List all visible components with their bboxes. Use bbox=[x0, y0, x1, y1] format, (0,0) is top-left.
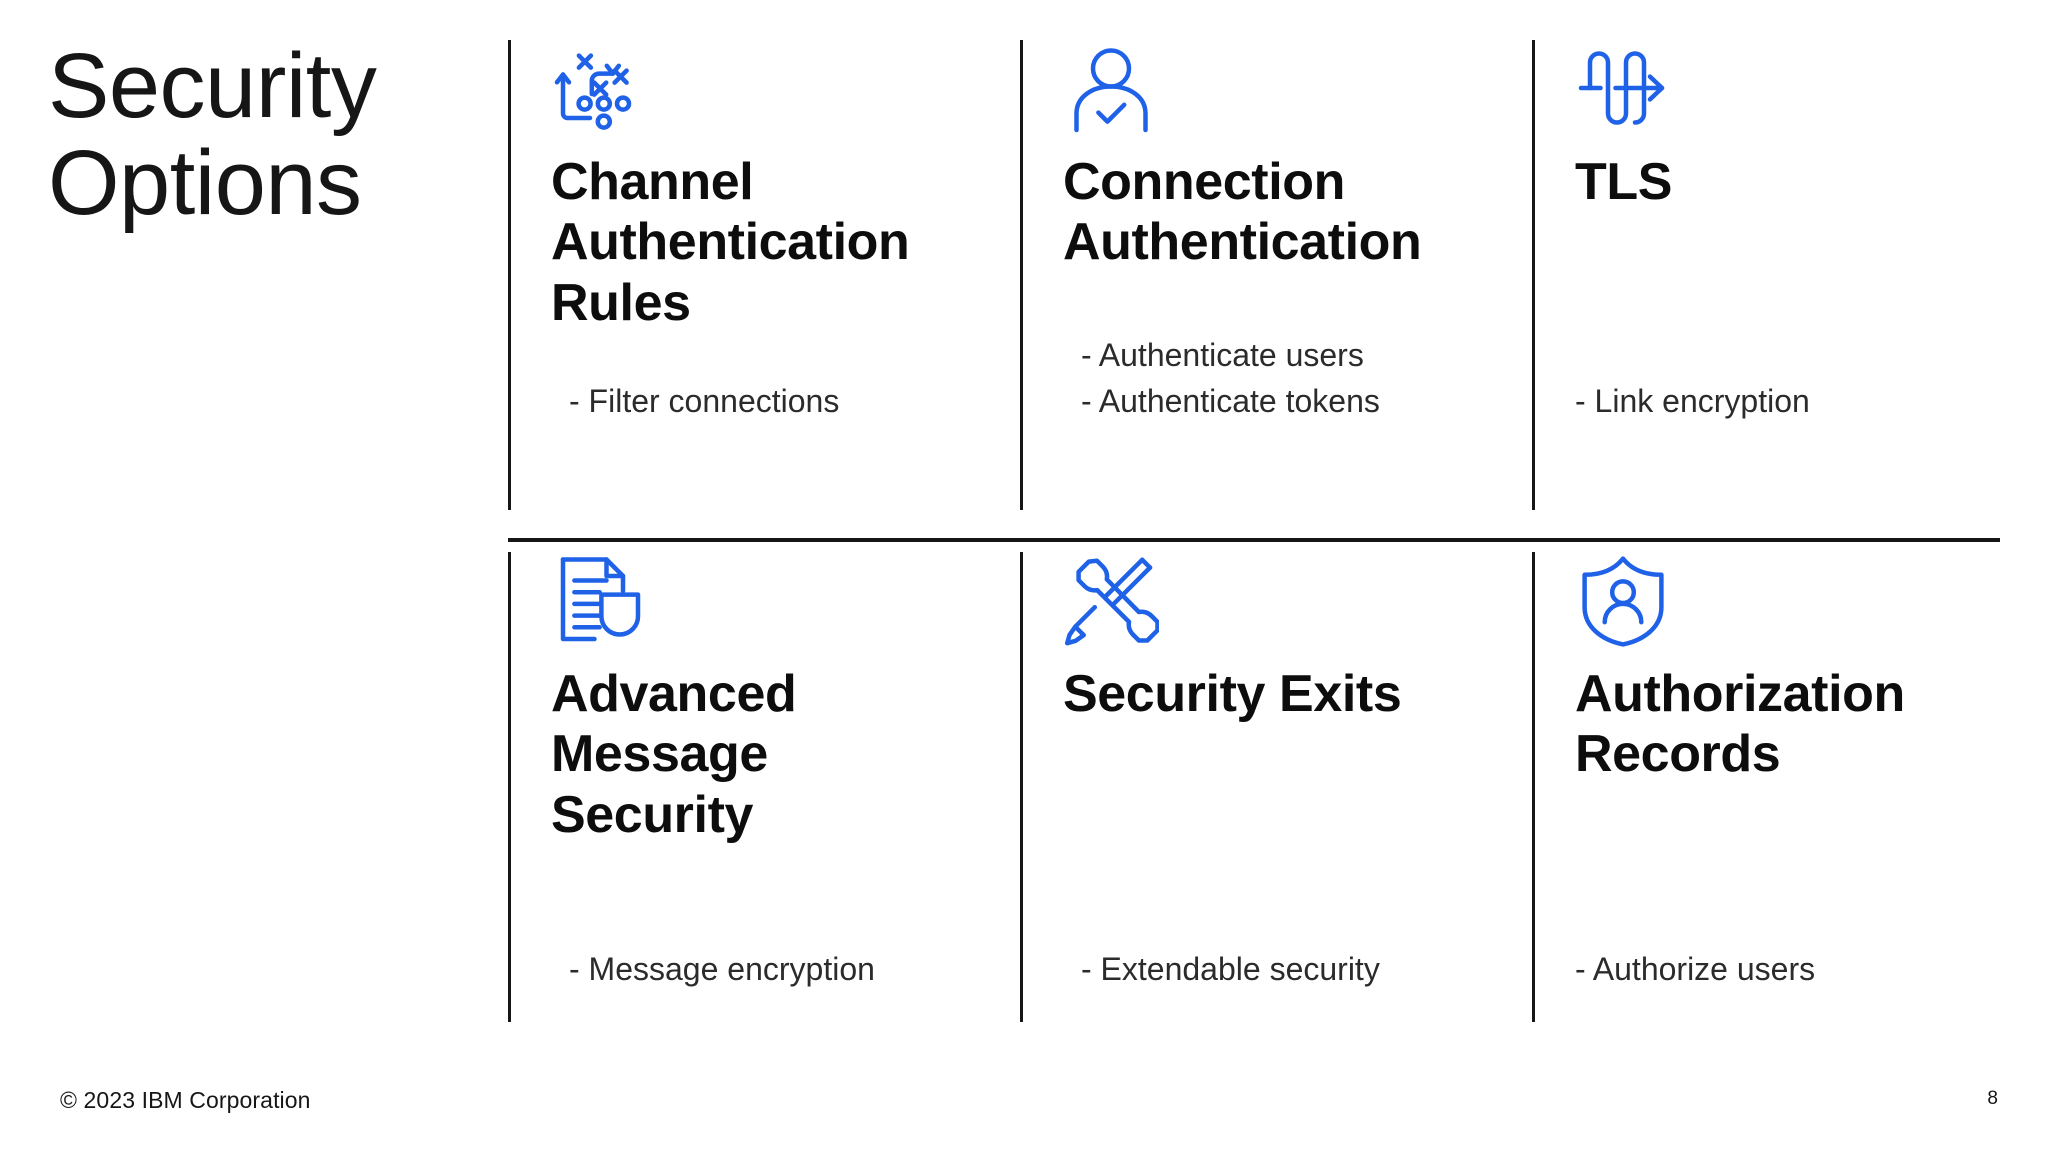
tools-wrench-screwdriver-icon bbox=[1063, 552, 1532, 664]
grid-row: Channel Authentication Rules - Filter co… bbox=[508, 40, 2000, 510]
strategy-playbook-icon bbox=[551, 40, 1020, 152]
card-security-exits[interactable]: Security Exits - Extendable security bbox=[1020, 552, 1532, 1022]
card-bullet-list: - Extendable security bbox=[1081, 947, 1380, 992]
card-connection-authentication[interactable]: Connection Authentication - Authenticate… bbox=[1020, 40, 1532, 510]
card-authorization-records[interactable]: Authorization Records - Authorize users bbox=[1532, 552, 2000, 1022]
card-bullet-list: - Authenticate users - Authenticate toke… bbox=[1081, 333, 1380, 424]
card-bullet-item: - Authenticate tokens bbox=[1081, 382, 1380, 419]
card-bullet-item: - Message encryption bbox=[569, 950, 875, 987]
card-channel-authentication-rules[interactable]: Channel Authentication Rules - Filter co… bbox=[508, 40, 1020, 510]
card-bullet-list: - Authorize users bbox=[1575, 947, 1815, 992]
grid-row-divider bbox=[508, 538, 2000, 542]
card-bullet-list: - Message encryption bbox=[569, 947, 875, 992]
card-bullet-item: - Extendable security bbox=[1081, 950, 1380, 987]
card-heading: TLS bbox=[1575, 153, 1673, 211]
footer-copyright: © 2023 IBM Corporation bbox=[60, 1087, 311, 1113]
data-transfer-icon bbox=[1575, 40, 2000, 152]
card-tls[interactable]: TLS - Link encryption bbox=[1532, 40, 2000, 510]
shield-user-icon bbox=[1575, 552, 2000, 664]
card-bullet-item: - Authorize users bbox=[1575, 950, 1816, 987]
card-heading: Authorization Records bbox=[1575, 665, 1905, 784]
card-heading: Connection Authentication bbox=[1063, 153, 1422, 272]
card-bullet-item: - Link encryption bbox=[1575, 382, 1810, 419]
card-bullet-list: - Link encryption bbox=[1575, 379, 1810, 424]
page-title: Security Options bbox=[48, 35, 377, 234]
card-bullet-list: - Filter connections bbox=[569, 379, 839, 424]
grid-row: Advanced Message Security - Message encr… bbox=[508, 552, 2000, 1022]
card-heading: Security Exits bbox=[1063, 665, 1402, 723]
card-heading: Channel Authentication Rules bbox=[551, 153, 910, 332]
card-bullet-item: - Filter connections bbox=[569, 382, 840, 419]
page-number: 8 bbox=[1987, 1088, 1998, 1109]
card-bullet-item: - Authenticate users bbox=[1081, 337, 1364, 374]
security-options-grid: Channel Authentication Rules - Filter co… bbox=[508, 40, 2000, 1022]
user-check-icon bbox=[1063, 40, 1532, 152]
document-shield-icon bbox=[551, 552, 1020, 664]
card-advanced-message-security[interactable]: Advanced Message Security - Message encr… bbox=[508, 552, 1020, 1022]
card-heading: Advanced Message Security bbox=[551, 665, 797, 844]
